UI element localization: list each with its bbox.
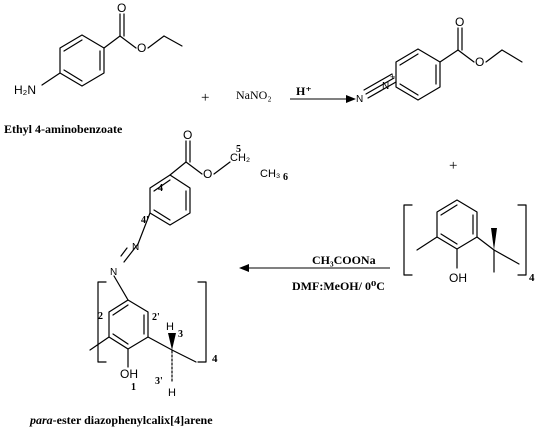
position-1: 1 <box>131 382 136 393</box>
carbonyl-oxygen-2: O <box>455 15 464 29</box>
position-6: 6 <box>283 172 288 183</box>
diazonium-structure <box>363 27 523 101</box>
diazo-charge: + <box>390 72 395 82</box>
plus-sign-1: + <box>201 90 209 106</box>
product-subscript: 4 <box>212 353 218 365</box>
diazo-n1: N <box>356 94 363 105</box>
position-4-prime: 4' <box>141 215 149 226</box>
reactant1-name: Ethyl 4-aminobenzoate <box>4 122 123 136</box>
position-3: 3 <box>178 329 183 340</box>
diazo-n2: N <box>382 81 389 92</box>
ester-oxygen-3: O <box>203 167 212 181</box>
carbonyl-oxygen-1: O <box>117 1 126 15</box>
ester-oxygen-2: O <box>475 55 484 69</box>
position-2: 2 <box>98 311 103 322</box>
product-azo-n1: N <box>132 242 139 253</box>
product-h-bottom: H <box>168 387 176 399</box>
product-structure <box>89 140 231 383</box>
calixarene-structure <box>403 199 527 276</box>
product-ch2: CH₂ <box>230 152 250 164</box>
product-ch3: CH₃ <box>260 168 280 180</box>
product-name: para-ester diazophenylcalix[4]arene <box>29 413 213 427</box>
product-azo-n2: N <box>110 267 117 278</box>
calixarene-oh: OH <box>449 271 467 285</box>
plus-sign-2: + <box>449 158 457 174</box>
acid-label: H⁺ <box>296 84 312 98</box>
sodium-nitrite-label: NaNO₂ <box>236 88 272 102</box>
product-h-top: H <box>166 321 174 333</box>
carbonyl-oxygen-3: O <box>183 128 192 142</box>
reagent-sodium-acetate: CH₃COONa <box>312 253 376 267</box>
ester-oxygen-1: O <box>137 41 146 55</box>
position-2-prime: 2' <box>152 312 160 323</box>
product-name-prefix: para <box>29 413 53 427</box>
ethyl-4-aminobenzoate-structure <box>41 13 183 87</box>
position-4: 4 <box>158 183 163 194</box>
position-3-prime: 3' <box>155 376 163 387</box>
reaction-conditions: DMF:MeOH/ 0⁰C <box>292 279 385 293</box>
position-5: 5 <box>236 144 241 155</box>
product-name-rest: -ester diazophenylcalix[4]arene <box>53 413 214 427</box>
calixarene-subscript: 4 <box>529 272 535 284</box>
amine-label: H₂N <box>14 83 36 97</box>
product-oh: OH <box>120 367 138 381</box>
